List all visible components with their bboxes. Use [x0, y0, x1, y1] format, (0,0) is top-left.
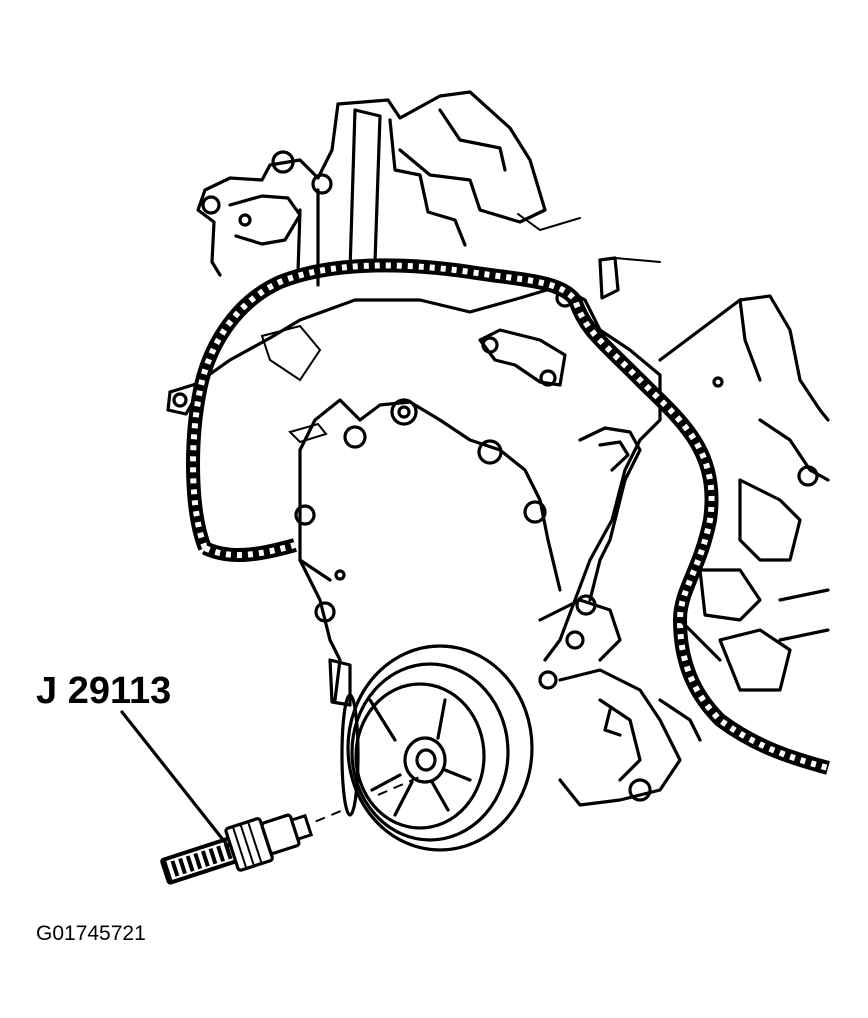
timing-chain	[186, 258, 830, 775]
engine-block-right	[538, 294, 830, 807]
crankshaft-balancer	[340, 644, 534, 852]
tool-callout-label: J 29113	[36, 670, 172, 712]
crankshaft-balancer-installer-icon	[160, 813, 314, 885]
figure-id: G01745721	[36, 922, 146, 945]
front-cover	[166, 256, 724, 707]
upper-bracket-assembly	[196, 90, 581, 287]
callout-leader-line	[120, 710, 230, 848]
